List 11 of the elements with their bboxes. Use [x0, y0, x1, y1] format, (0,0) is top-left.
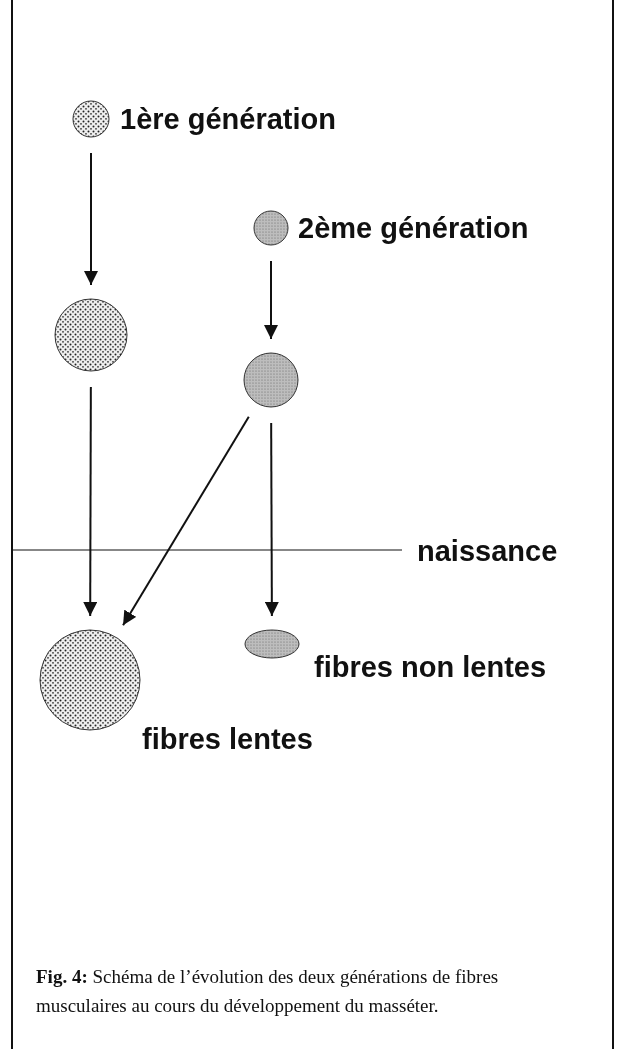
node-label: fibres lentes [142, 722, 313, 756]
node-label: 2ème génération [298, 211, 529, 245]
node-label: fibres non lentes [314, 650, 547, 684]
arrow [83, 386, 98, 617]
line-label: naissance [417, 534, 558, 568]
arrow [264, 422, 279, 617]
arrow [122, 415, 250, 627]
node-label: 1ère génération [120, 102, 336, 136]
arrow [264, 260, 278, 340]
arrow [84, 152, 98, 286]
figure-caption: Fig. 4: Schéma de l’évolution des deux générations de fibres musculaires au cours du développement du masséter. [36, 965, 500, 1018]
